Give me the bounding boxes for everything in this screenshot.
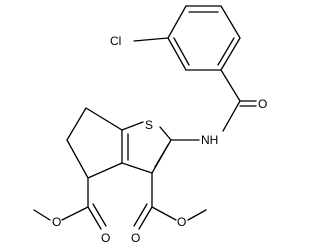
ester3-carbonyl-oxygen-label: O (131, 231, 140, 245)
ester3-ether-oxygen-label: O (177, 215, 186, 229)
amide-oxygen-label: O (258, 97, 267, 111)
thiophene-ring (121, 121, 172, 174)
structure-diagram: Cl O NH S O O O (33, 5, 267, 245)
molecule-drawing: Cl O NH S O O O (33, 5, 267, 245)
double-bond-inner (217, 37, 235, 66)
chlorophenyl-ring (167, 5, 241, 71)
carbonyl-bond (92, 203, 107, 227)
carbonyl-bond (138, 206, 153, 230)
bond (159, 126, 172, 141)
bond (66, 107, 87, 141)
carbonyl-bond (133, 203, 148, 227)
ester4-carbonyl-oxygen-label: O (101, 231, 110, 245)
bond (85, 107, 123, 131)
bond (66, 139, 89, 179)
methyl-bond (187, 209, 207, 221)
bond (87, 162, 123, 179)
bond (220, 37, 241, 71)
bond (220, 69, 241, 102)
bond (61, 206, 89, 221)
double-bond-inner (173, 37, 190, 66)
bond (220, 5, 241, 39)
bond (151, 206, 177, 221)
carbonyl-bond (87, 206, 102, 230)
double-bond-inner (154, 144, 169, 168)
bond (121, 121, 144, 131)
sulfur-label: S (145, 118, 153, 132)
ester-c4: O O (33, 177, 110, 245)
ester-c3: O O (131, 172, 207, 245)
bond (167, 5, 187, 39)
bond (121, 162, 153, 174)
c-cl-bond (133, 37, 169, 42)
bond (222, 100, 241, 132)
ester4-ether-oxygen-label: O (52, 215, 61, 229)
cyclopentane-ring (66, 107, 123, 179)
chlorine-label: Cl (110, 34, 121, 48)
methyl-bond (33, 209, 51, 221)
bond (167, 37, 187, 71)
amide-nh-label: NH (201, 133, 218, 147)
